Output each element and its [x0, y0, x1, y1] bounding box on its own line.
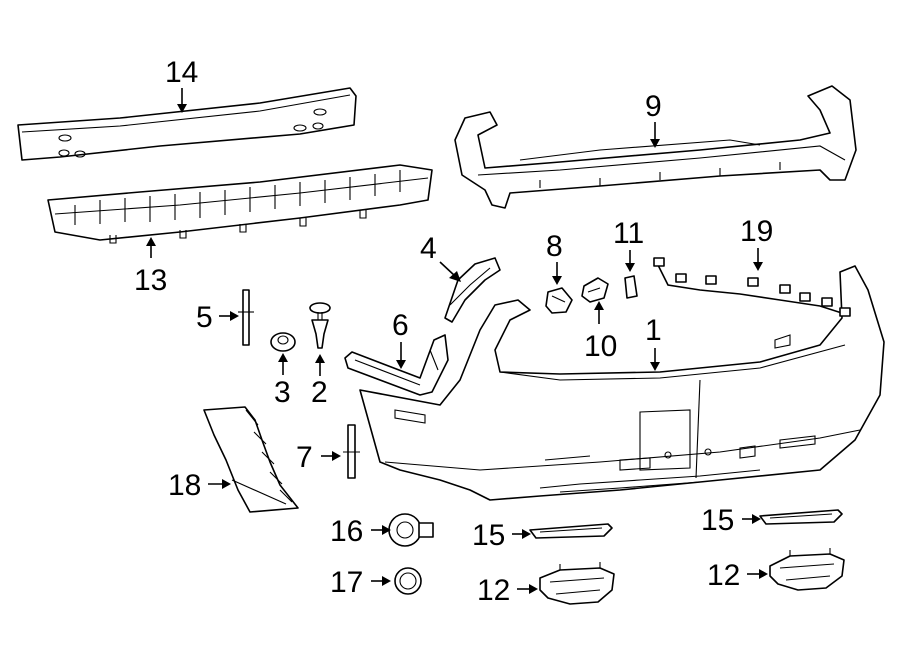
part-9-lower-valance: [454, 85, 857, 209]
arrow-5: [230, 311, 239, 321]
callout-16: 16: [330, 515, 363, 548]
arrow-17: [382, 576, 391, 586]
part-16-parking-sensor: [388, 513, 434, 547]
callout-15-right: 15: [701, 504, 734, 537]
callout-1: 1: [645, 314, 662, 347]
part-8-bracket: [545, 287, 573, 314]
part-17-sensor-ring: [394, 567, 422, 595]
callout-5: 5: [196, 301, 213, 334]
arrow-11: [625, 263, 635, 272]
arrow-18: [222, 479, 231, 489]
callout-8: 8: [546, 230, 563, 263]
callout-15-left: 15: [472, 519, 505, 552]
part-7-stud: [343, 424, 360, 479]
arrow-4: [449, 271, 461, 282]
part-1-bumper-cover: [359, 265, 885, 501]
arrow-12-right: [759, 569, 768, 579]
part-13-energy-absorber: [47, 164, 433, 244]
part-18-trim-panel: [203, 406, 299, 513]
part-10-bracket: [581, 277, 609, 303]
arrow-12-left: [529, 584, 538, 594]
part-5-stud: [238, 289, 254, 346]
arrow-16: [382, 525, 391, 535]
callout-7: 7: [296, 441, 313, 474]
arrow-13: [146, 237, 156, 246]
callout-12-left: 12: [477, 574, 510, 607]
arrow-15-right: [752, 514, 761, 524]
arrow-2: [315, 354, 325, 363]
arrow-14: [177, 104, 187, 113]
arrow-8: [552, 276, 562, 285]
part-2-push-pin: [309, 302, 331, 349]
arrow-9: [650, 139, 660, 148]
part-6-side-bracket: [344, 334, 449, 396]
arrow-19: [753, 262, 763, 271]
arrow-3: [278, 353, 288, 362]
part-15-reflector-strip-left: [529, 523, 613, 539]
part-15-reflector-strip-right: [759, 509, 843, 525]
callout-6: 6: [392, 309, 409, 342]
part-19-wiring-harness: [653, 257, 851, 317]
leader-4: [439, 261, 456, 277]
arrow-1: [650, 362, 660, 371]
arrow-6: [396, 360, 406, 369]
arrow-10: [594, 301, 604, 310]
callout-18: 18: [168, 469, 201, 502]
part-3-nut: [270, 332, 296, 352]
part-11-clip: [624, 275, 638, 299]
part-4-bracket: [444, 257, 501, 323]
arrow-15-left: [522, 529, 531, 539]
callout-2: 2: [311, 376, 328, 409]
part-12-exhaust-tip-right: [769, 548, 845, 591]
callout-12-right: 12: [707, 559, 740, 592]
callout-17: 17: [330, 566, 363, 599]
part-14-reinforcement-bar: [17, 87, 357, 161]
callout-3: 3: [274, 376, 291, 409]
callout-19: 19: [740, 215, 773, 248]
callout-11: 11: [613, 217, 644, 250]
callout-13: 13: [134, 264, 167, 297]
callout-4: 4: [420, 232, 437, 265]
callout-10: 10: [584, 330, 617, 363]
part-12-exhaust-tip-left: [539, 562, 615, 605]
arrow-7: [332, 451, 341, 461]
callout-14: 14: [165, 56, 198, 89]
callout-9: 9: [645, 90, 662, 123]
